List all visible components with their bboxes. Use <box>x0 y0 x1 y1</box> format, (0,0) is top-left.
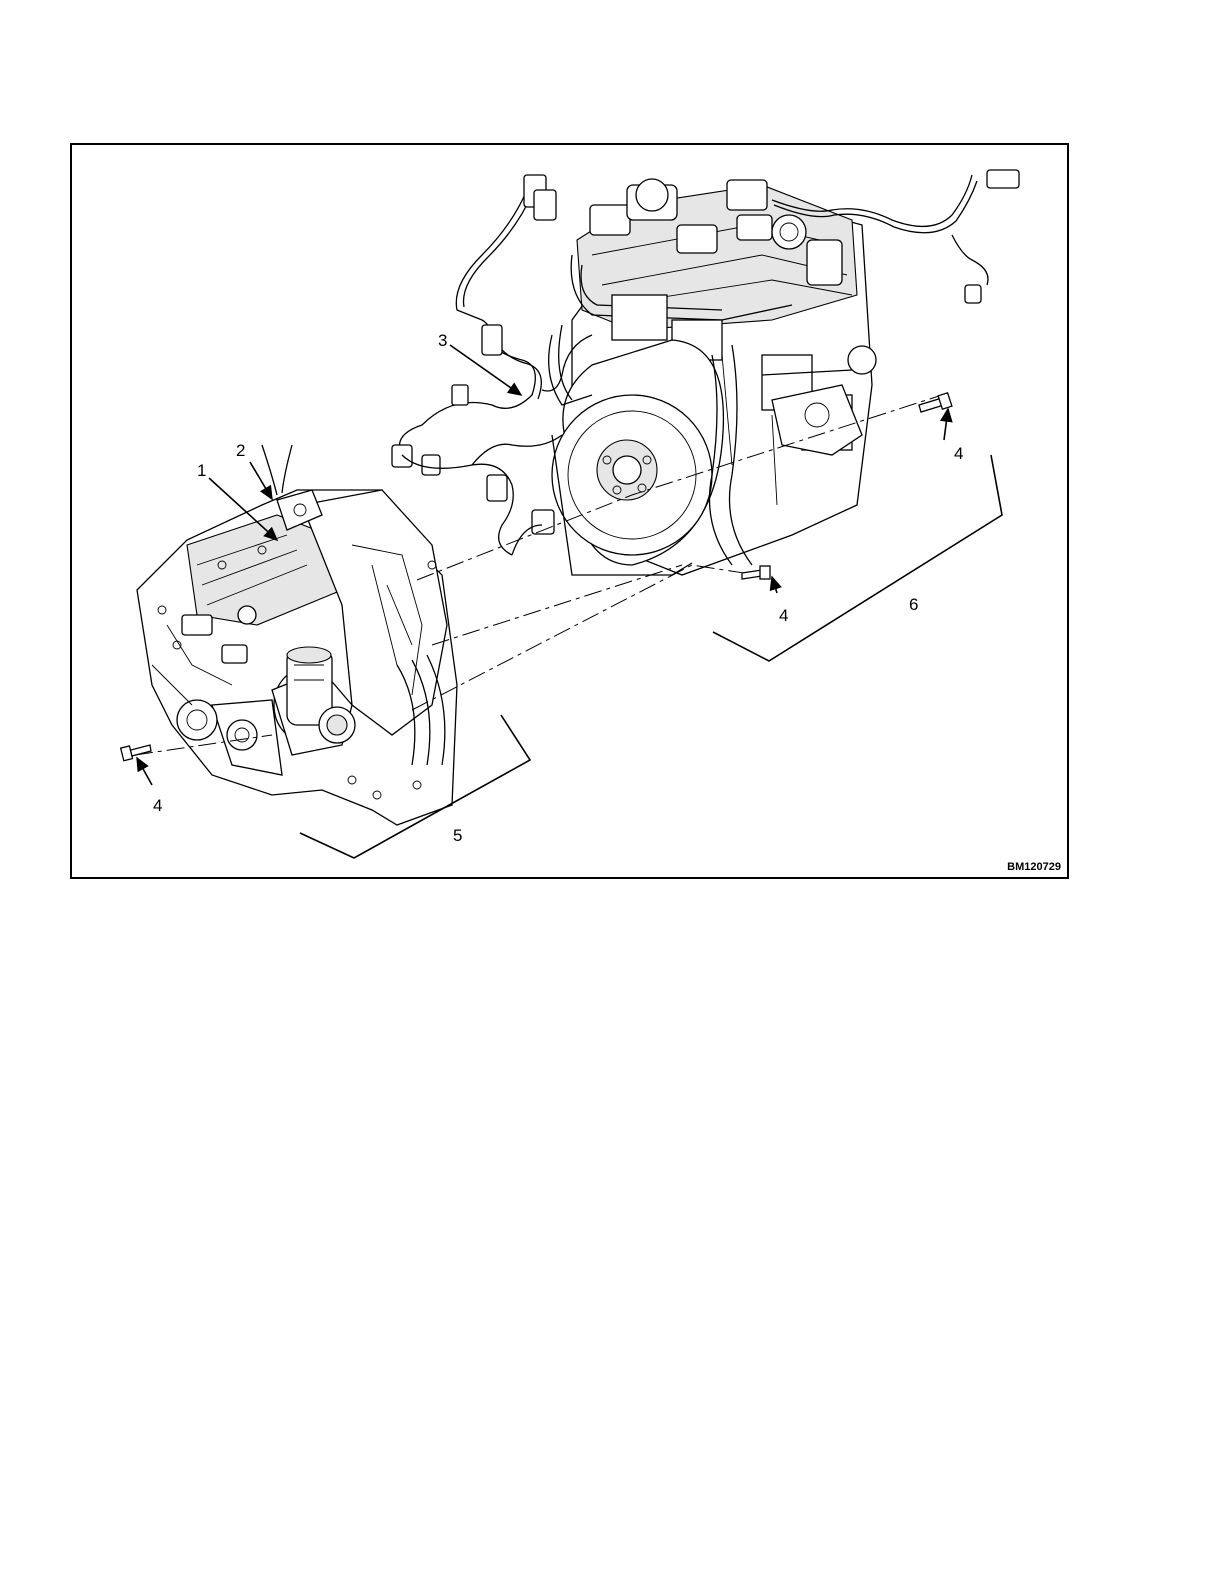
exploded-view-illustration <box>72 145 1067 877</box>
engine-assembly <box>549 179 876 575</box>
callout-2: 2 <box>236 442 245 459</box>
callout-4-lower-left: 4 <box>153 797 162 814</box>
callout-5: 5 <box>453 827 462 844</box>
callout-1: 1 <box>197 462 206 479</box>
callout-4-upper-right: 4 <box>954 445 963 462</box>
callout-6: 6 <box>909 596 918 613</box>
callout-3: 3 <box>438 332 447 349</box>
figure-frame: 1 2 3 4 4 4 5 6 BM120729 <box>70 143 1069 879</box>
figure-id-label: BM120729 <box>1007 861 1061 873</box>
transmission-assembly <box>137 445 457 825</box>
callout-4-middle: 4 <box>779 607 788 624</box>
